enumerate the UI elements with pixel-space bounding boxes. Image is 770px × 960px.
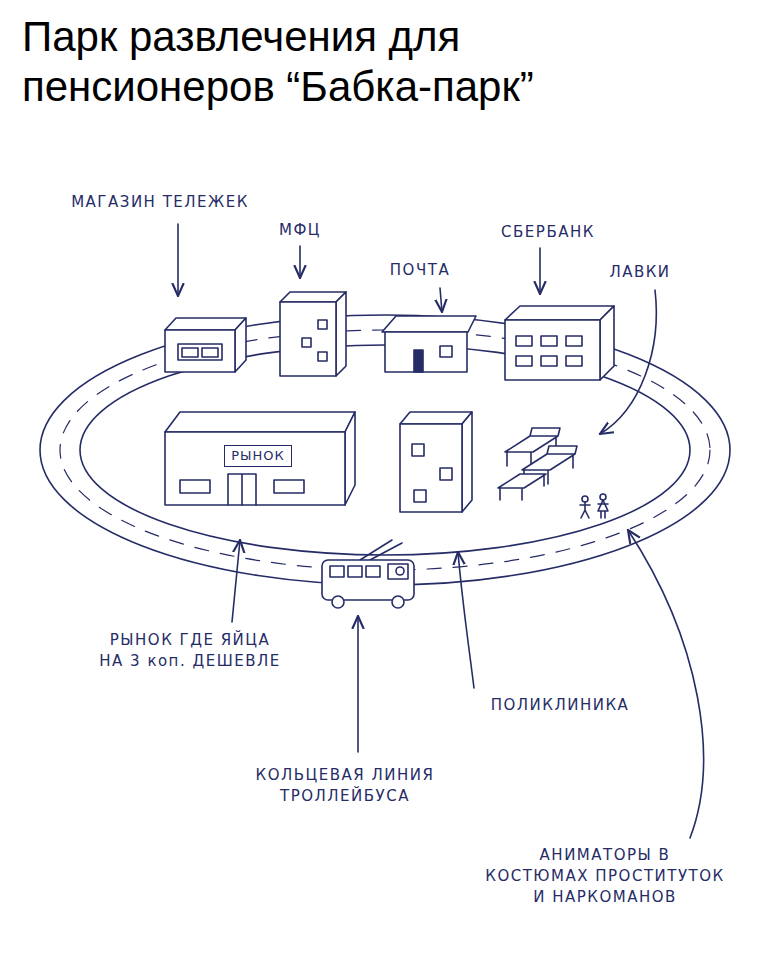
bus-front-window — [388, 564, 408, 579]
building-side — [235, 318, 246, 372]
bus-window — [348, 566, 362, 577]
leader-arrow — [539, 248, 541, 294]
window — [440, 346, 452, 357]
post-label: ПОЧТА — [389, 260, 452, 281]
polyclinic-label: ПОЛИКЛИНИКА — [490, 695, 631, 716]
road-outer-edge — [40, 315, 730, 585]
person-head — [582, 496, 588, 502]
leader-arrow — [357, 616, 359, 752]
window — [541, 336, 557, 346]
bench-label: ЛАВКИ — [608, 262, 672, 283]
building-roof — [382, 316, 476, 332]
building-roof — [400, 412, 472, 424]
person-figure — [598, 500, 608, 518]
window — [318, 320, 327, 329]
market-label: РЫНОК ГДЕ ЯЙЦА НА 3 коп. ДЕШЕВЛЕ — [99, 630, 282, 672]
window — [302, 338, 311, 347]
bus-wheel — [332, 596, 344, 608]
market-door — [228, 474, 256, 505]
market-window — [180, 480, 210, 493]
window — [412, 444, 424, 456]
bus-window — [330, 566, 344, 577]
bus-wheel — [392, 596, 404, 608]
building-side — [345, 412, 355, 505]
title: Парк развлечения для пенсионеров “Бабка-… — [22, 12, 672, 113]
leader-arrow — [600, 290, 656, 434]
bus-lamp — [396, 567, 404, 575]
leader-arrow — [458, 552, 474, 688]
sign-text: РЫНОК — [231, 448, 285, 465]
window — [566, 356, 582, 366]
window — [516, 356, 532, 366]
building-side — [336, 292, 346, 376]
building-roof — [165, 412, 355, 432]
building-roof — [280, 292, 346, 302]
shop-window-pane — [202, 348, 218, 357]
shop-window-pane — [182, 348, 198, 357]
leader-arrow — [177, 224, 179, 296]
bank-label: СБЕРБАНК — [500, 222, 596, 243]
mfc-label: МФЦ — [278, 220, 322, 241]
person-head — [600, 494, 606, 500]
shop-label: МАГАЗИН ТЕЛЕЖЕК — [70, 192, 250, 213]
polyclinic-building — [400, 424, 462, 512]
leader-arrow — [299, 246, 301, 278]
window — [541, 356, 557, 366]
building-side — [600, 306, 614, 380]
building-roof — [165, 318, 246, 330]
market-building — [165, 432, 345, 505]
door — [414, 350, 423, 372]
person-figure — [580, 502, 590, 518]
trolley-pole — [360, 540, 402, 560]
animators-label: АНИМАТОРЫ В КОСТЮМАХ ПРОСТИТУТОК И НАРКО… — [485, 845, 725, 908]
leader-arrow — [232, 540, 240, 622]
window — [566, 336, 582, 346]
leader-arrow — [628, 530, 703, 838]
window — [318, 352, 327, 361]
shop-window — [178, 344, 222, 360]
post-office-building — [385, 332, 467, 372]
building-roof — [505, 306, 614, 320]
mfc-building — [280, 302, 336, 376]
bench — [498, 474, 546, 500]
window — [440, 468, 452, 480]
cart-shop-building — [165, 330, 235, 372]
window — [414, 490, 426, 502]
building-side — [462, 412, 472, 512]
market-sign: РЫНОК — [224, 445, 292, 468]
bus-window — [366, 566, 380, 577]
market-window — [274, 480, 304, 493]
window — [516, 336, 532, 346]
trolleybus — [322, 560, 414, 600]
sberbank-building — [505, 320, 600, 380]
leader-arrow — [440, 288, 442, 312]
trolleybus-label: КОЛЬЦЕВАЯ ЛИНИЯ ТРОЛЛЕЙБУСА — [255, 765, 435, 807]
